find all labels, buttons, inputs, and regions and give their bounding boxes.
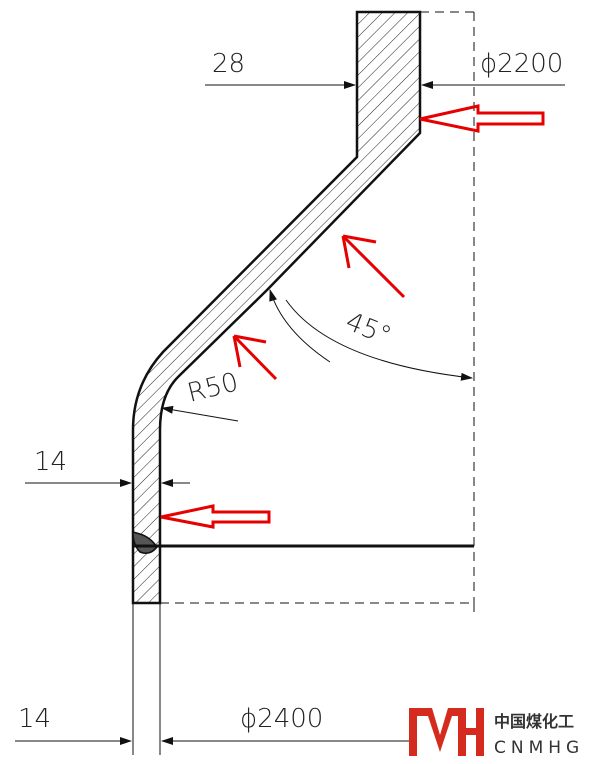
extension-lines xyxy=(132,603,475,755)
pressure-arrow-bottom xyxy=(160,504,271,529)
logo-english: CNMHG xyxy=(494,738,584,758)
pressure-arrow-diagonal-lower xyxy=(232,334,278,381)
top-diameter-label: ϕ2200 xyxy=(480,49,563,79)
angle-dimension xyxy=(269,289,473,381)
fillet-radius-label: R50 xyxy=(184,367,241,408)
radius-leader xyxy=(161,405,239,422)
wall-section xyxy=(131,10,422,605)
lower-thickness-label: 14 xyxy=(18,704,51,734)
pressure-arrow-top xyxy=(419,104,545,133)
bottom-diameter-label: ϕ2400 xyxy=(240,704,323,734)
logo-chinese: 中国煤化工 xyxy=(494,712,574,731)
logo-mark xyxy=(409,708,484,756)
wall-thickness-label: 14 xyxy=(34,447,67,477)
cone-angle-label: 45° xyxy=(341,307,395,352)
weld-bead xyxy=(132,531,158,554)
pressure-arrow-diagonal-upper xyxy=(341,234,406,299)
centerline-box xyxy=(160,11,475,604)
top-thickness-label: 28 xyxy=(212,49,245,79)
cnmhg-logo: 中国煤化工 CNMHG xyxy=(409,708,584,758)
